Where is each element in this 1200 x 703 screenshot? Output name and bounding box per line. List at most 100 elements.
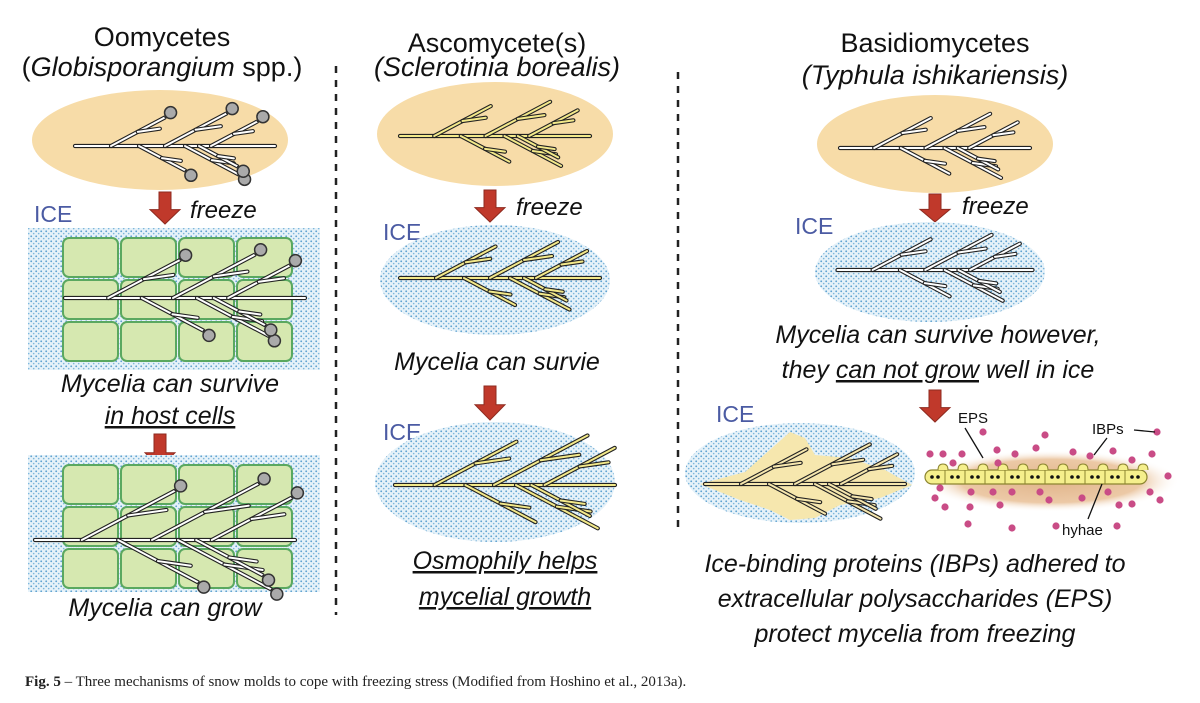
- hyphae: [397, 99, 593, 169]
- ibp-dot: [967, 488, 975, 496]
- description-line: Ice-binding proteins (IBPs) adhered to: [704, 550, 1125, 578]
- sporangium-icon: [236, 164, 250, 178]
- ibp-dot: [979, 428, 987, 436]
- ibp-dot: [1036, 488, 1044, 496]
- sporangium-icon: [288, 253, 303, 268]
- sporangium-icon: [264, 323, 278, 337]
- ibp-dot: [926, 450, 934, 458]
- ibp-dot: [1164, 472, 1172, 480]
- ibp-dot: [931, 494, 939, 502]
- column-subtitle: (Sclerotinia borealis): [374, 52, 620, 82]
- ibp-dot: [1146, 488, 1154, 496]
- sporangium-icon: [163, 105, 178, 120]
- ibp-dot: [989, 488, 997, 496]
- sporangium-icon: [290, 486, 305, 500]
- ibp-dot: [949, 459, 957, 467]
- host-cell: [178, 464, 235, 505]
- ibp-dot: [1008, 488, 1016, 496]
- host-cell: [178, 237, 235, 278]
- ibps-pointer-line: [1133, 429, 1156, 433]
- ice-label: ICE: [716, 401, 754, 427]
- ibp-dot: [1011, 450, 1019, 458]
- figure-caption: Fig. 5 – Three mechanisms of snow molds …: [25, 674, 686, 690]
- sporangium-icon: [261, 573, 276, 587]
- hypha-cell-tube: [924, 463, 1149, 485]
- host-cell: [120, 321, 177, 362]
- ibp-dot: [966, 503, 974, 511]
- description-line: extracellular polysaccharides (EPS): [718, 585, 1113, 613]
- ibp-dot: [1128, 500, 1136, 508]
- description-line: Mycelia can grow: [68, 594, 263, 622]
- ibp-dot: [1156, 496, 1164, 504]
- description-line-underlined: Osmophily helps: [413, 547, 598, 575]
- hyphae-with-sporangia: [72, 101, 278, 187]
- eps-label: EPS: [958, 410, 988, 427]
- ibp-dot: [1045, 496, 1053, 504]
- host-cell: [62, 464, 119, 505]
- hyphae-in-ice: [835, 232, 1035, 303]
- host-cell: [120, 237, 177, 278]
- ibp-dot: [1109, 447, 1117, 455]
- column-oomycetes: Oomycetes (Globisporangium spp.) freeze …: [22, 22, 320, 622]
- column-subtitle: (Typhula ishikariensis): [802, 60, 1069, 90]
- ibp-dot: [1148, 450, 1156, 458]
- host-cell: [62, 548, 119, 589]
- ibp-dot: [1104, 488, 1112, 496]
- host-cell: [62, 321, 119, 362]
- ibp-dot: [939, 450, 947, 458]
- column-title: Ascomycete(s): [408, 28, 587, 58]
- freeze-label: freeze: [962, 193, 1029, 220]
- down-arrow-icon: [473, 385, 507, 421]
- description-line: Mycelia can survive: [61, 370, 279, 398]
- host-cell: [120, 464, 177, 505]
- hyphae: [837, 111, 1033, 181]
- description-line: Mycelia can survive however,: [775, 321, 1100, 349]
- ibp-dot: [1032, 444, 1040, 452]
- down-arrow-icon: [473, 189, 507, 223]
- host-cell: [62, 506, 119, 547]
- freeze-label: freeze: [190, 197, 257, 224]
- host-cell: [236, 321, 293, 362]
- ibps-label: IBPs: [1092, 421, 1124, 438]
- ibp-dot: [994, 459, 1002, 467]
- column-basidiomycetes: Basidiomycetes (Typhula ishikariensis) f…: [685, 28, 1180, 648]
- ibp-dot: [964, 520, 972, 528]
- hyphae-growing: [32, 472, 305, 601]
- ibp-dot: [1115, 501, 1123, 509]
- sporangium-icon: [270, 587, 284, 601]
- down-arrow-icon: [918, 193, 952, 223]
- hyphae-with-eps: [702, 442, 908, 521]
- ibp-dots: [926, 428, 1172, 532]
- ice-label: ICE: [795, 213, 833, 239]
- hyphae-in-ice: [397, 239, 603, 312]
- description-line-underlined: mycelial growth: [419, 583, 591, 611]
- sporangium-icon: [202, 328, 216, 343]
- ibp-dot: [993, 446, 1001, 454]
- hyphae-growing-in-ice: [392, 433, 618, 531]
- freeze-label: freeze: [516, 194, 583, 221]
- ibp-dot: [1052, 522, 1060, 530]
- hyphae-label: hyhae: [1062, 522, 1103, 539]
- column-subtitle: (Globisporangium spp.): [22, 52, 303, 82]
- ibp-dot: [1069, 448, 1077, 456]
- down-arrow-icon: [918, 389, 952, 423]
- description-line: they can not grow well in ice: [782, 356, 1095, 384]
- hyphae-pointer-line: [1087, 483, 1103, 520]
- ice-label: ICE: [34, 201, 72, 227]
- down-arrow-icon: [148, 191, 182, 225]
- sporangium-icon: [178, 248, 193, 262]
- column-title: Basidiomycetes: [840, 28, 1029, 58]
- ibp-dot: [1041, 431, 1049, 439]
- eps-pointer-line: [964, 427, 984, 459]
- description-line: protect mycelia from freezing: [754, 620, 1076, 648]
- description-line: Mycelia can survie: [394, 348, 600, 376]
- sporangium-icon: [173, 479, 188, 493]
- ibp-dot: [936, 484, 944, 492]
- ibp-dot: [1113, 522, 1121, 530]
- sporangium-icon: [184, 168, 198, 183]
- sporangium-icon: [225, 101, 239, 116]
- description-line-underlined: in host cells: [105, 402, 236, 430]
- column-title: Oomycetes: [94, 22, 231, 52]
- ibp-dot: [1128, 456, 1136, 464]
